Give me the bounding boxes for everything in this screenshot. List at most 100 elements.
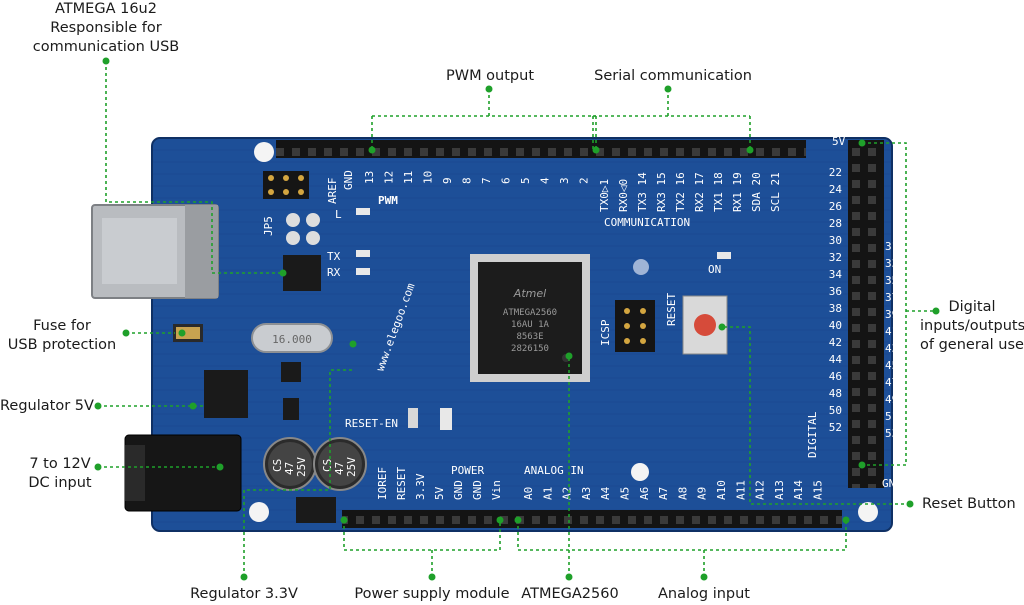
dot [842,516,850,524]
line-reset [720,326,910,505]
digital-left-pin-13: 48 [829,387,842,400]
analog-pin-8: A8 [676,487,689,500]
comm-pin-5: RX2 17 [693,172,706,212]
label-atmega16u2-line3: communication USB [32,39,180,55]
dot [216,463,224,471]
analog-pin-6: A6 [638,487,651,500]
silk-rx: RX [327,266,341,279]
dot [592,146,600,154]
digital-right-pin-6: 43 [885,342,898,355]
digital-left-pin-9: 40 [829,319,842,332]
analog-pin-11: A11 [734,480,747,500]
line-analog-bracket [517,520,847,577]
dot [102,57,110,65]
label-analog: Analog input [657,586,750,602]
dot [700,573,708,581]
power-pin-1: RESET [395,467,408,500]
dot [932,307,940,315]
label-atmega16u2-line2: Responsible for [50,20,162,36]
digital-right-pin-2: 35 [885,274,898,287]
digital-header-right-col [866,140,884,488]
digital-left-pin-15: 52 [829,421,842,434]
mount-hole [631,463,649,481]
label-digital-line1: Digital [948,299,996,315]
chip-brand: Atmel [513,287,546,300]
comm-pin-3: RX3 15 [655,172,668,212]
silk-pwm: PWM [378,194,398,207]
pwm-pin-4: 9 [441,177,454,184]
silk-reset-en: RESET-EN [345,417,398,430]
comm-pin-7: RX1 19 [731,172,744,212]
cap-text-2c: 25V [345,457,358,477]
pwm-pin-7: 6 [500,177,513,184]
digital-left-pin-0: 22 [829,166,842,179]
cap-text-2b: 47 [333,462,346,475]
label-atmega2560: ATMEGA2560 [521,586,619,602]
comm-pin-8: SDA 20 [750,172,763,212]
silk-5v: 5V [832,135,846,148]
power-pin-0: IOREF [376,467,389,500]
pwm-pin-1: 12 [383,171,396,184]
cap-text-1b: 47 [283,462,296,475]
silk-on: ON [708,263,721,276]
dot [122,329,130,337]
chip-line-1: ATMEGA2560 [503,308,557,318]
icsp-header [615,300,655,352]
pwm-pin-8: 5 [519,177,532,184]
dot [349,340,357,348]
cap-text-1a: CS [271,459,284,472]
digital-right-pin-4: 39 [885,308,898,321]
capacitor-2 [313,437,367,491]
analog-pin-15: A15 [812,480,825,500]
callout-dots [94,57,940,581]
line-reg33 [243,369,353,577]
dot [664,85,672,93]
pwm-pin-5: 8 [461,177,474,184]
power-pin-6: Vin [490,480,503,500]
line-atmega16u2 [105,61,283,274]
silk-icsp: ICSP [599,319,612,346]
label-dc-line1: 7 to 12V [29,456,91,472]
pwm-pin-9: 4 [539,177,552,184]
comm-pin-4: TX2 16 [674,172,687,212]
silk-aref: AREF [326,178,339,205]
dot [189,402,197,410]
callout-lines [98,61,936,577]
silk-l: L [335,208,342,221]
label-reset-button: Reset Button [922,496,1016,512]
power-pin-5: GND [471,480,484,500]
dot [565,352,573,360]
dot [94,402,102,410]
analog-pin-4: A4 [599,486,612,500]
pwm-pin-0: 13 [363,171,376,184]
dot [240,573,248,581]
digital-left-pin-14: 50 [829,404,842,417]
digital-right-pin-10: 51 [885,410,898,423]
comm-pin-9: SCL 21 [769,172,782,212]
regulator-5v [204,370,248,418]
digital-left-pin-4: 30 [829,234,842,247]
mount-hole [858,502,878,522]
dot [368,146,376,154]
digital-right-pin-8: 47 [885,376,898,389]
digital-left-pin-3: 28 [829,217,842,230]
label-digital-line2: inputs/outputs [920,318,1024,334]
silk-gnd-bottom: GND [882,477,902,490]
comm-pin-2: TX3 14 [636,172,649,212]
label-dc-line2: DC input [28,475,92,491]
analog-pin-12: A12 [754,480,767,500]
line-power-bracket [343,520,501,577]
analog-pin-0: A0 [522,487,535,500]
label-dc: 7 to 12V DC input [0,455,120,493]
comm-pin-1: RX0◁0 [617,179,630,212]
pwm-pin-11: 2 [578,177,591,184]
analog-pin-10: A10 [715,480,728,500]
cap-text-1c: 25V [295,457,308,477]
label-fuse-line1: Fuse for [33,318,91,334]
dot [858,461,866,469]
crystal-label: 16.000 [272,333,312,346]
analog-pin-1: A1 [541,487,554,500]
line-pwm-bracket [371,89,597,150]
